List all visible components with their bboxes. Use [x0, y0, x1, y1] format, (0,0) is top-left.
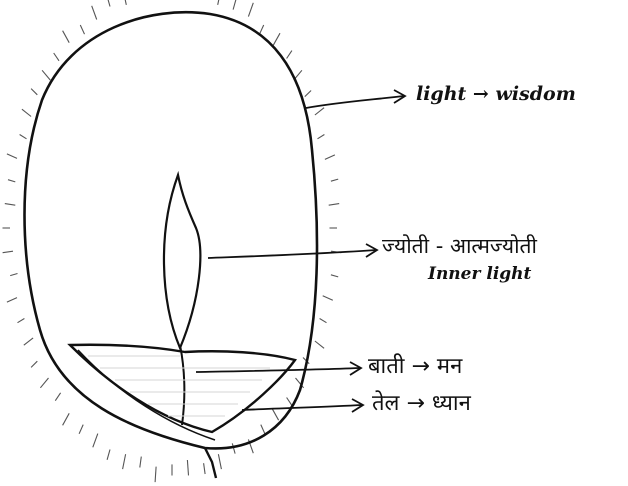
- glow-ray: [203, 463, 206, 475]
- glow-ray: [186, 459, 190, 476]
- diya-inner-rim: [77, 349, 216, 441]
- label-light-wisdom: light → wisdom: [416, 83, 576, 105]
- glow-ray: [107, 0, 111, 7]
- glow-ray: [286, 50, 293, 59]
- glow-ray: [106, 449, 111, 460]
- arrow-to-light: [305, 95, 405, 109]
- lamp-base: [203, 447, 218, 479]
- glow-ray: [154, 466, 157, 483]
- glow-ray: [272, 32, 281, 46]
- arrow-head-light: [393, 89, 407, 104]
- glow-ray: [304, 90, 312, 97]
- label-tel: तेल → ध्यान: [372, 391, 471, 416]
- glow-ray: [79, 24, 86, 35]
- glow-ray: [92, 433, 99, 448]
- glow-ray: [322, 295, 334, 301]
- glow-ray: [78, 424, 84, 435]
- glow-ray: [124, 0, 127, 6]
- glow-ray: [53, 52, 60, 62]
- glow-ray: [232, 0, 237, 10]
- glow-ray: [54, 392, 62, 402]
- arrow-head-tel: [351, 398, 365, 413]
- glow-ray: [247, 2, 254, 17]
- wick: [179, 344, 186, 426]
- glow-outline: [23, 10, 319, 450]
- glow-ray: [23, 337, 34, 346]
- glow-ray: [21, 108, 32, 117]
- glow-ray: [122, 454, 127, 470]
- glow-ray: [6, 153, 18, 159]
- flame: [162, 170, 202, 351]
- glow-ray: [139, 456, 142, 468]
- diya-bowl: [67, 343, 297, 434]
- arrow-to-jyoti: [207, 249, 377, 259]
- glow-ray: [17, 318, 25, 324]
- arrow-to-baati: [195, 367, 361, 373]
- arrow-head-baati: [349, 361, 363, 376]
- glow-ray: [19, 134, 27, 140]
- glow-ray: [286, 397, 293, 406]
- glow-ray: [91, 5, 98, 20]
- glow-ray: [39, 377, 49, 389]
- glow-ray: [2, 250, 14, 254]
- glow-ray: [258, 24, 265, 35]
- glow-ray: [217, 454, 222, 470]
- glow-ray: [10, 272, 18, 277]
- glow-ray: [314, 340, 325, 349]
- oil-shading: [88, 355, 270, 417]
- glow-ray: [7, 179, 16, 183]
- glow-ray: [217, 0, 220, 6]
- glow-ray: [324, 154, 336, 160]
- pointer-arrows: [195, 89, 407, 413]
- glow-ray: [62, 30, 70, 43]
- label-baati: बाती → मन: [368, 354, 463, 379]
- glow-ray: [317, 134, 325, 140]
- glow-ray: [6, 297, 18, 303]
- glow-ray: [4, 203, 16, 206]
- glow-ray: [30, 360, 38, 368]
- glow-ray: [231, 443, 236, 454]
- arrow-to-tel: [241, 404, 363, 411]
- glow-ray: [328, 203, 340, 206]
- label-jyoti: ज्योती - आत्मज्योती: [382, 234, 537, 258]
- glow-ray: [330, 274, 339, 278]
- glow-ray: [30, 88, 38, 96]
- glow-ray: [319, 318, 327, 324]
- glow-ray: [330, 178, 339, 182]
- glow-ray: [41, 69, 51, 81]
- label-inner-light: Inner light: [428, 264, 532, 284]
- glow-ray: [271, 407, 280, 421]
- glow-ray: [260, 424, 266, 435]
- glow-ray: [62, 413, 70, 426]
- glow-ray: [314, 107, 325, 116]
- arrow-head-jyoti: [365, 243, 379, 258]
